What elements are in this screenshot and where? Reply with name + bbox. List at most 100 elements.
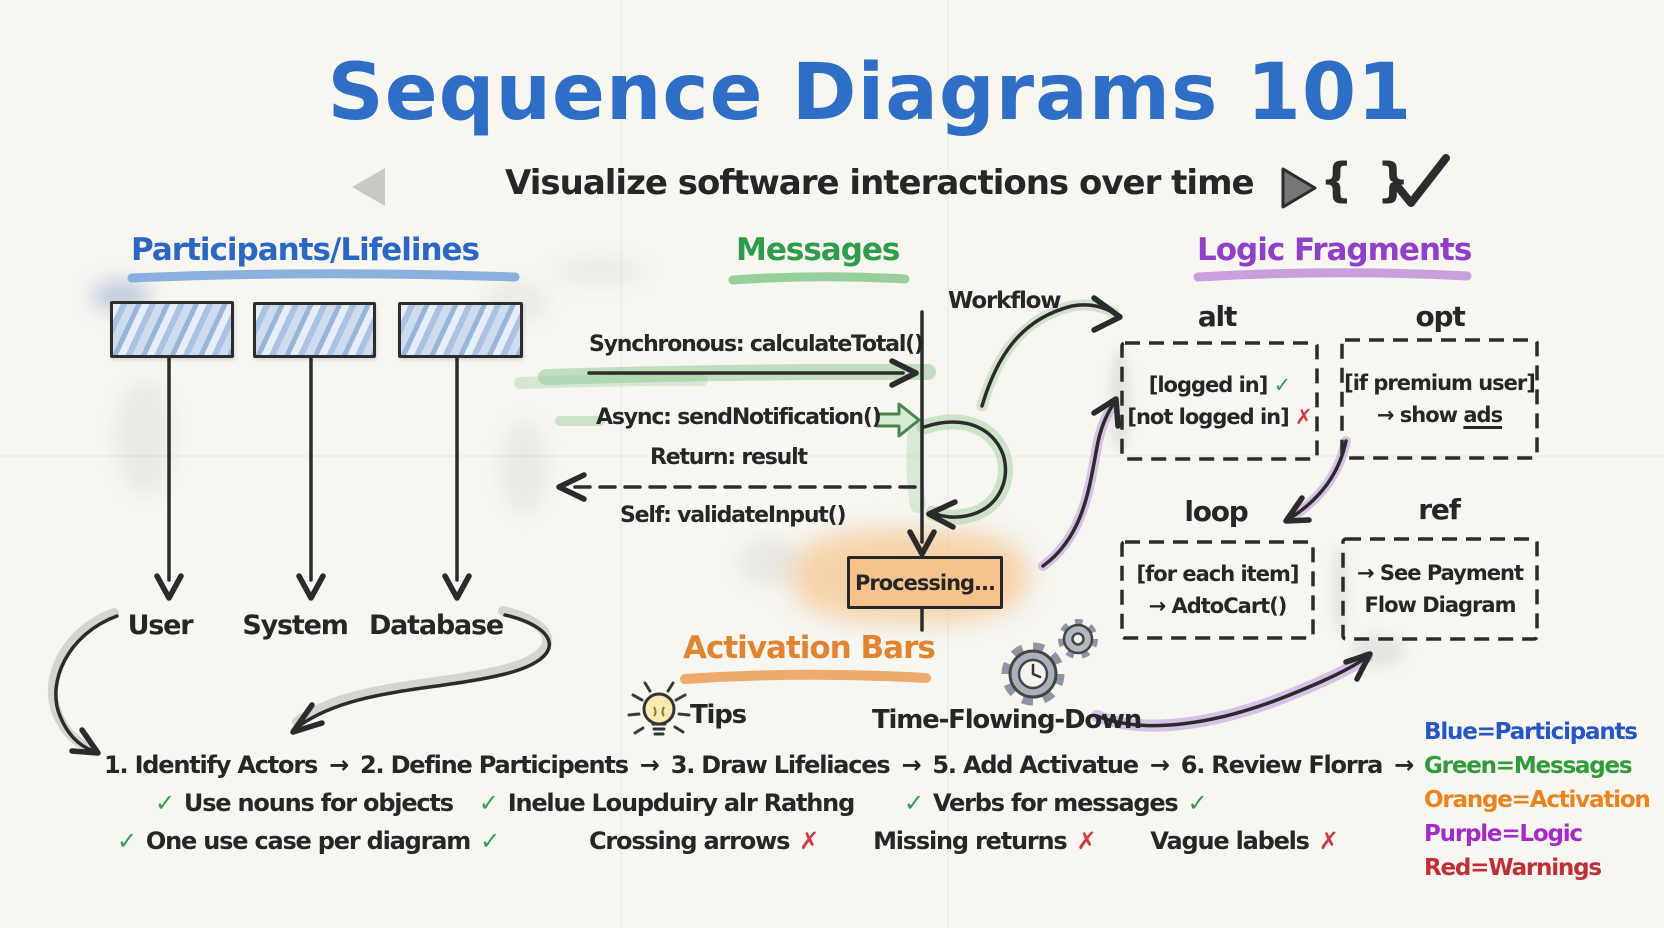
- antipattern-text: Missing returns: [873, 827, 1068, 855]
- legend-item-green: Green=Messages: [1424, 753, 1633, 779]
- return-message-arrow: [556, 472, 917, 502]
- purple-swoosh-to-ref: [1091, 651, 1373, 732]
- purple-arrow-to-alt: [1038, 396, 1121, 571]
- color-legend: Blue=Participants Green=Messages Orange=…: [1424, 715, 1651, 885]
- cross-mark: ✗: [1076, 827, 1097, 855]
- participant-box-database: [398, 302, 523, 358]
- step-arrow: →: [639, 751, 660, 779]
- practice-text: Use nouns for objects: [183, 789, 454, 817]
- workflow-arrow: [980, 295, 1123, 408]
- step-item: 3. Draw Lifeliaces: [670, 751, 891, 779]
- step-arrow: →: [1394, 751, 1414, 779]
- loop-line-2: → AdtoCart(): [1148, 594, 1288, 618]
- alt-line-1: [logged in] ✓: [1148, 373, 1292, 397]
- swoosh-arrow-database-to-steps: [290, 606, 553, 735]
- sync-message-label: Synchronous: calculateTotal(): [589, 332, 924, 357]
- logic-heading: Logic Fragments: [1197, 232, 1472, 268]
- actor-label-user: User: [127, 610, 194, 641]
- check-mark: ✓: [117, 827, 137, 855]
- antipattern-text: Vague labels: [1150, 827, 1310, 855]
- sync-message-arrow: [587, 358, 919, 388]
- self-message-loop-arrow: [922, 420, 1008, 530]
- alt-line-2: [not logged in] ✗: [1127, 405, 1313, 429]
- ref-line-1: → See Payment: [1357, 561, 1524, 585]
- return-message-label: Return: result: [650, 445, 808, 470]
- fragment-label-opt: opt: [1415, 300, 1465, 333]
- step-item: 6. Review Florra: [1180, 751, 1384, 779]
- steps-row: 1. Identify Actors → 2. Define Participe…: [104, 751, 1414, 779]
- checkmark-icon: [1394, 154, 1450, 207]
- pencil-smudge: [1110, 350, 1130, 452]
- legend-item-blue: Blue=Participants: [1424, 719, 1638, 745]
- actor-label-system: System: [242, 610, 348, 641]
- antipattern-text: Crossing arrows: [588, 827, 790, 855]
- ref-line-2: Flow Diagram: [1364, 593, 1517, 617]
- processing-activation-bar: Processing...: [847, 556, 1003, 609]
- step-item: 1. Identify Actors: [104, 751, 318, 779]
- check-mark: ✓: [155, 789, 175, 817]
- loop-line-1: [for each item]: [1136, 562, 1300, 586]
- cross-mark: ✗: [1295, 405, 1313, 429]
- underlined-ads: ads: [1463, 403, 1503, 427]
- gray-triangle-smudge: [352, 168, 385, 206]
- curl-arrow-user-to-steps: [47, 608, 119, 756]
- practices-row-1: ✓ Use nouns for objects ✓ Inelue Loupdui…: [155, 789, 1208, 817]
- legend-item-red: Red=Warnings: [1424, 855, 1602, 881]
- check-mark: ✓: [480, 827, 500, 855]
- check-mark: ✓: [1273, 373, 1292, 397]
- opt-line-2: → show ads: [1376, 403, 1503, 427]
- fragment-box-opt: [if premium user] → show ads: [1342, 340, 1537, 458]
- workflow-label: Workflow: [948, 288, 1062, 314]
- heading-underlines: [127, 268, 1472, 684]
- step-item: 2. Define Participents: [360, 751, 629, 779]
- practices-row-2: ✓ One use case per diagram ✓ Crossing ar…: [117, 827, 1339, 855]
- step-item: 5. Add Activatue: [932, 751, 1139, 779]
- legend-item-orange: Orange=Activation: [1424, 787, 1651, 813]
- fragment-boxes: [1120, 338, 1539, 641]
- actor-label-database: Database: [368, 610, 504, 641]
- check-mark: ✓: [1187, 789, 1207, 817]
- fragment-label-loop: loop: [1184, 495, 1249, 528]
- fragment-label-alt: alt: [1197, 300, 1237, 333]
- lightbulb-icon: [627, 681, 691, 736]
- gears-clock-icon: [1001, 619, 1098, 706]
- cross-mark: ✗: [1318, 827, 1339, 855]
- fragment-box-alt: [logged in] ✓ [not logged in] ✗: [1122, 343, 1317, 459]
- self-message-label: Self: validateInput(): [620, 503, 847, 528]
- participant-box-user: [110, 301, 234, 358]
- step-arrow: →: [1149, 751, 1170, 779]
- step-arrow: →: [901, 751, 921, 779]
- pencil-smudge: [500, 420, 548, 515]
- practice-text: One use case per diagram: [145, 827, 471, 855]
- purple-arrow-opt-to-loop: [1283, 436, 1351, 524]
- activation-heading: Activation Bars: [683, 630, 936, 666]
- practice-text: Inelue Loupduiry alr Rathng: [507, 789, 856, 817]
- tips-label: Tips: [690, 700, 747, 730]
- paper-crease: [620, 0, 622, 928]
- processing-label: Processing...: [855, 570, 996, 595]
- cross-mark: ✗: [799, 827, 819, 855]
- participant-lifeline-arrows: [154, 350, 472, 601]
- fragment-box-ref: → See Payment Flow Diagram: [1343, 539, 1537, 639]
- messages-heading: Messages: [736, 232, 900, 268]
- play-icon: [1281, 167, 1317, 209]
- check-mark: ✓: [478, 789, 499, 817]
- paper-crease: [947, 0, 949, 928]
- braces-icon: { }: [1320, 153, 1414, 207]
- participant-box-system: [253, 302, 376, 358]
- practice-text: Verbs for messages: [932, 789, 1179, 817]
- participants-heading: Participants/Lifelines: [131, 232, 480, 268]
- fragment-label-ref: ref: [1418, 493, 1461, 526]
- pencil-smudge: [738, 538, 798, 586]
- paper-crease: [0, 455, 1664, 457]
- page-title: Sequence Diagrams 101: [327, 48, 1413, 138]
- opt-line-1: [if premium user]: [1344, 371, 1536, 395]
- pencil-smudge: [115, 380, 175, 495]
- async-message-arrow: [875, 402, 921, 438]
- legend-item-purple: Purple=Logic: [1424, 821, 1583, 847]
- fragment-box-loop: [for each item] → AdtoCart(): [1122, 542, 1313, 638]
- async-message-label: Async: sendNotification(): [596, 405, 882, 430]
- page-subtitle: Visualize software interactions over tim…: [505, 163, 1255, 203]
